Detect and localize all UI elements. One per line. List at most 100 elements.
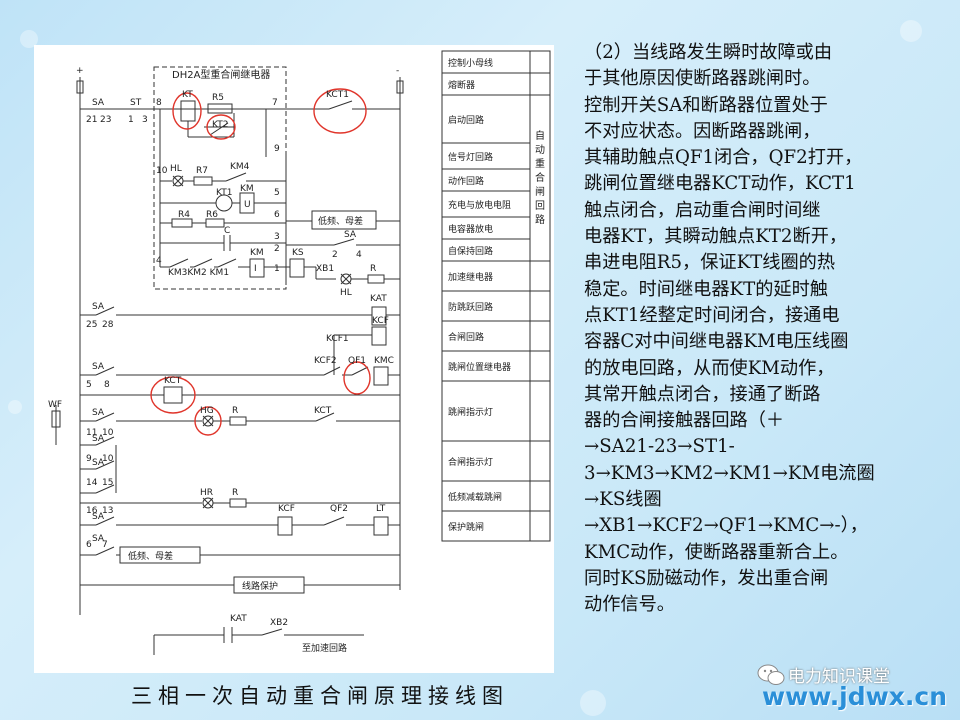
table-row-label: 跳闸指示灯 xyxy=(448,406,493,418)
label-kcf1: KCF1 xyxy=(326,334,349,344)
label-8: 8 xyxy=(156,98,162,108)
watermark-brand: 电力知识课堂 xyxy=(788,667,890,687)
label-sa-5: SA xyxy=(92,408,105,418)
merged-cell-char: 动 xyxy=(535,144,545,156)
label-hg: HG xyxy=(200,406,214,416)
label-plus: + xyxy=(76,66,84,76)
label-1b: 1 xyxy=(274,264,280,274)
label-8b: 8 xyxy=(104,380,110,390)
label-25: 25 xyxy=(86,320,97,330)
label-r-3: R xyxy=(232,488,238,498)
table-row-label: 保护跳闸 xyxy=(448,521,484,533)
label-kat2: KAT xyxy=(230,614,247,624)
merged-cell-char: 回 xyxy=(535,200,545,212)
label-i: I xyxy=(254,264,257,274)
label-3: 3 xyxy=(142,115,148,125)
label-2b: 2 xyxy=(332,250,338,260)
description-line: 的放电回路，从而使KM动作， xyxy=(584,357,835,379)
highlight-kct xyxy=(150,376,196,414)
label-sa-7: SA xyxy=(92,458,105,468)
description-line: 其常开触点闭合，接通了断路 xyxy=(584,383,821,405)
label-1: 1 xyxy=(128,115,134,125)
label-11: 11 xyxy=(86,428,97,438)
label-kcf2: KCF2 xyxy=(314,356,337,366)
table-row-label: 防跳跃回路 xyxy=(448,301,493,313)
description-line: →SA21-23→ST1- xyxy=(584,436,735,458)
label-r: R xyxy=(370,264,376,274)
merged-cell-char: 重 xyxy=(535,157,545,170)
description-line: →KS线圈 xyxy=(584,489,662,511)
highlight-hg xyxy=(194,406,222,436)
label-21: 21 xyxy=(86,115,97,125)
label-5b: 5 xyxy=(86,380,92,390)
description-line: 跳闸位置继电器KCT动作，KCT1 xyxy=(584,173,856,195)
watermark: 电力知识课堂 www.jdwx.cn xyxy=(738,660,958,720)
relay-box-title: DH2A型重合闸继电器 xyxy=(172,68,270,81)
description-line: 3→KM3→KM2→KM1→KM电流圈 xyxy=(584,462,875,484)
description-text: （2）当线路发生瞬时故障或由于其他原因使断路器跳闸时。控制开关SA和断路器位置处… xyxy=(584,40,936,619)
figure-caption: 三相一次自动重合闸原理接线图 xyxy=(131,684,509,708)
label-10b: 10 xyxy=(102,428,114,438)
label-u: U xyxy=(244,200,251,210)
table-row-label: 合闸指示灯 xyxy=(448,456,493,468)
label-10: 10 xyxy=(156,166,168,176)
description-line: 容器C对中间继电器KM电压线圈 xyxy=(584,331,849,353)
description-line: 电器KT，其瞬动触点KT2断开， xyxy=(584,226,848,248)
label-qf1: QF1 xyxy=(348,356,366,366)
table-row-label: 动作回路 xyxy=(448,175,484,187)
table-row-label: 控制小母线 xyxy=(448,57,493,69)
label-14: 14 xyxy=(86,478,98,488)
bg-dot xyxy=(20,30,38,48)
label-c: C xyxy=(224,226,230,236)
description-line: 于其他原因使断路器跳闸时。 xyxy=(584,68,821,90)
highlight-kct1 xyxy=(313,88,367,134)
label-ks: KS xyxy=(292,248,304,258)
wires xyxy=(51,66,404,655)
description-line: 不对应状态。因断路器跳闸， xyxy=(584,120,821,142)
description-line: 动作信号。 xyxy=(584,594,675,616)
description-line: 串进电阻R5，保证KT线圈的热 xyxy=(584,252,836,274)
highlight-kt xyxy=(172,92,202,130)
label-kt2: KT2 xyxy=(212,120,228,130)
label-23: 23 xyxy=(100,115,111,125)
label-15: 15 xyxy=(102,478,113,488)
merged-cell-char: 合 xyxy=(535,171,545,184)
label-4b: 4 xyxy=(156,256,162,266)
label-16: 16 xyxy=(86,506,98,516)
table-row-label: 跳闸位置继电器 xyxy=(448,361,511,373)
label-4: 4 xyxy=(356,250,362,260)
circuit-diagram: 控制小母线熔断器启动回路信号灯回路动作回路充电与放电电阻电容器放电自保持回路加速… xyxy=(48,50,551,655)
label-r-2: R xyxy=(232,406,238,416)
label-kt1: KT1 xyxy=(216,188,232,198)
label-28: 28 xyxy=(102,320,114,330)
label-sa-9: SA xyxy=(92,534,105,544)
watermark-url: www.jdwx.cn xyxy=(762,682,947,711)
label-kat: KAT xyxy=(370,294,387,304)
label-9b: 9 xyxy=(86,454,92,464)
description-line: 同时KS励磁动作，发出重合闸 xyxy=(584,567,829,589)
label-hr: HR xyxy=(200,488,213,498)
label-sa-8: SA xyxy=(92,512,105,522)
label-5: 5 xyxy=(274,188,280,198)
description-line: KMC动作，使断路器重新合上。 xyxy=(584,541,849,563)
merged-cell-char: 自 xyxy=(535,129,545,142)
wechat-icon xyxy=(757,664,785,685)
description-line: →XB1→KCF2→QF1→KMC→-）， xyxy=(584,515,868,537)
table-row-label: 加速继电器 xyxy=(448,271,493,283)
label-7: 7 xyxy=(272,98,278,108)
label-6b: 6 xyxy=(86,540,92,550)
label-st: ST xyxy=(130,98,142,108)
label-km3km2km1: KM3KM2 KM1 xyxy=(168,268,229,278)
table-row-label: 信号灯回路 xyxy=(448,151,493,163)
merged-cell-char: 路 xyxy=(535,213,545,226)
description-line: 器的合闸接触器回路（＋ xyxy=(584,410,785,432)
label-r7: R7 xyxy=(196,166,208,176)
label-km-current: KM xyxy=(250,248,264,258)
label-kt: KT xyxy=(182,90,193,100)
highlight-circles xyxy=(150,88,371,436)
label-xb1: XB1 xyxy=(316,264,334,274)
table-row-label: 电容器放电 xyxy=(448,223,493,235)
label-wf: WF xyxy=(48,400,62,410)
description-line: 点KT1经整定时间闭合，接通电 xyxy=(584,304,840,326)
lowfreq-box-1: 低频、母差 xyxy=(318,215,363,227)
